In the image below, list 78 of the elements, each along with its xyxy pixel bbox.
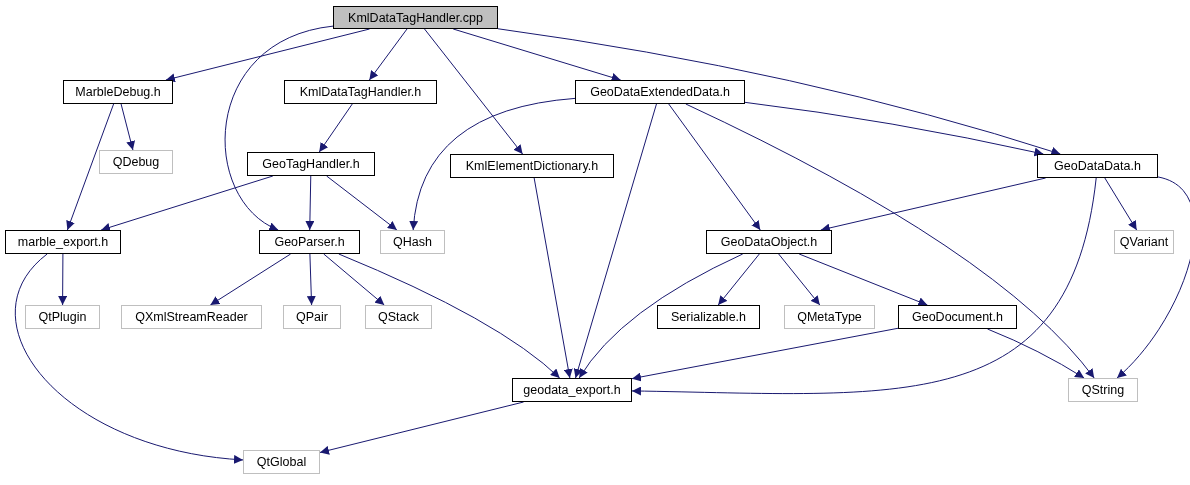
- file-name: QtGlobal: [256, 455, 307, 469]
- file-name: QXmlStreamReader: [135, 310, 248, 324]
- file-box: [284, 80, 437, 104]
- file-box: [657, 305, 760, 329]
- file-box: [1068, 378, 1138, 402]
- dependency-arrow: [1104, 177, 1138, 231]
- file-name: QStack: [378, 310, 419, 324]
- dependency-arrow: [424, 28, 524, 155]
- file-name: QHash: [393, 235, 432, 249]
- dependency-arrow: [209, 253, 292, 306]
- file-name: KmlElementDictionary.h: [465, 159, 599, 173]
- file-name: GeoParser.h: [274, 235, 345, 249]
- dependency-arrow: [1116, 176, 1190, 379]
- file-box: [259, 230, 360, 254]
- dependency-arrow: [323, 253, 385, 306]
- file-name: QDebug: [112, 155, 160, 169]
- file-box: [450, 154, 614, 178]
- dependency-arrow: [744, 101, 1044, 157]
- dependency-arrow: [685, 103, 1095, 379]
- dependency-arrow: [66, 103, 115, 231]
- file-box: [1114, 230, 1174, 254]
- file-box: [5, 230, 121, 254]
- file-box: [380, 230, 445, 254]
- dependency-arrow: [798, 253, 928, 306]
- file-box: [575, 80, 745, 104]
- file-box: [283, 305, 341, 329]
- dependency-arrow: [573, 103, 657, 379]
- file-name: GeoDataData.h: [1054, 159, 1141, 173]
- file-box: [898, 305, 1017, 329]
- file-name: QString: [1081, 383, 1125, 397]
- file-name: GeoDataObject.h: [720, 235, 818, 249]
- dependency-arrow: [409, 97, 576, 231]
- dependency-arrow: [778, 253, 821, 306]
- dependency-arrow: [533, 177, 573, 379]
- file-box: [247, 152, 375, 176]
- file-box: [99, 150, 173, 174]
- file-name: QVariant: [1119, 235, 1169, 249]
- file-name: geodata_export.h: [523, 383, 621, 397]
- dependency-arrow: [318, 103, 353, 153]
- file-name: KmlDataTagHandler.cpp: [348, 10, 483, 25]
- file-box: [333, 6, 498, 29]
- dependency-arrow: [368, 28, 408, 81]
- file-name: QtPlugin: [38, 310, 87, 324]
- dependency-arrow: [58, 253, 68, 306]
- dependency-arrow: [452, 28, 622, 82]
- file-name: GeoDocument.h: [912, 310, 1003, 324]
- dependency-arrow: [100, 175, 274, 232]
- dependency-arrow: [631, 327, 899, 382]
- dependency-arrow: [631, 177, 1097, 396]
- file-box: [25, 305, 100, 329]
- dependency-arrow: [578, 253, 744, 379]
- dependency-arrow: [717, 253, 760, 306]
- file-box: [1037, 154, 1158, 178]
- file-box: [784, 305, 875, 329]
- dependency-arrow: [497, 28, 1061, 156]
- file-box: [706, 230, 832, 254]
- file-name: marble_export.h: [17, 235, 109, 249]
- dependency-arrow: [338, 253, 561, 379]
- file-name: MarbleDebug.h: [75, 85, 161, 99]
- file-box: [512, 378, 632, 402]
- file-name: QMetaType: [797, 310, 862, 324]
- file-box: [121, 305, 262, 329]
- dependency-arrow: [326, 175, 398, 231]
- file-box: [365, 305, 432, 329]
- file-name: GeoTagHandler.h: [262, 157, 360, 171]
- dependency-arrow: [987, 328, 1085, 379]
- dependency-arrow: [305, 175, 315, 231]
- file-name: Serializable.h: [670, 310, 746, 324]
- file-box: [243, 450, 320, 474]
- file-name: KmlDataTagHandler.h: [299, 85, 422, 99]
- dependency-arrow: [120, 103, 136, 151]
- dependency-arrow: [306, 253, 316, 306]
- dependency-arrow: [668, 103, 761, 231]
- file-box: [63, 80, 173, 104]
- dependency-arrow: [224, 25, 334, 231]
- file-name: QPair: [296, 310, 328, 324]
- file-name: GeoDataExtendedData.h: [590, 85, 730, 99]
- dependency-arrow: [14, 253, 244, 464]
